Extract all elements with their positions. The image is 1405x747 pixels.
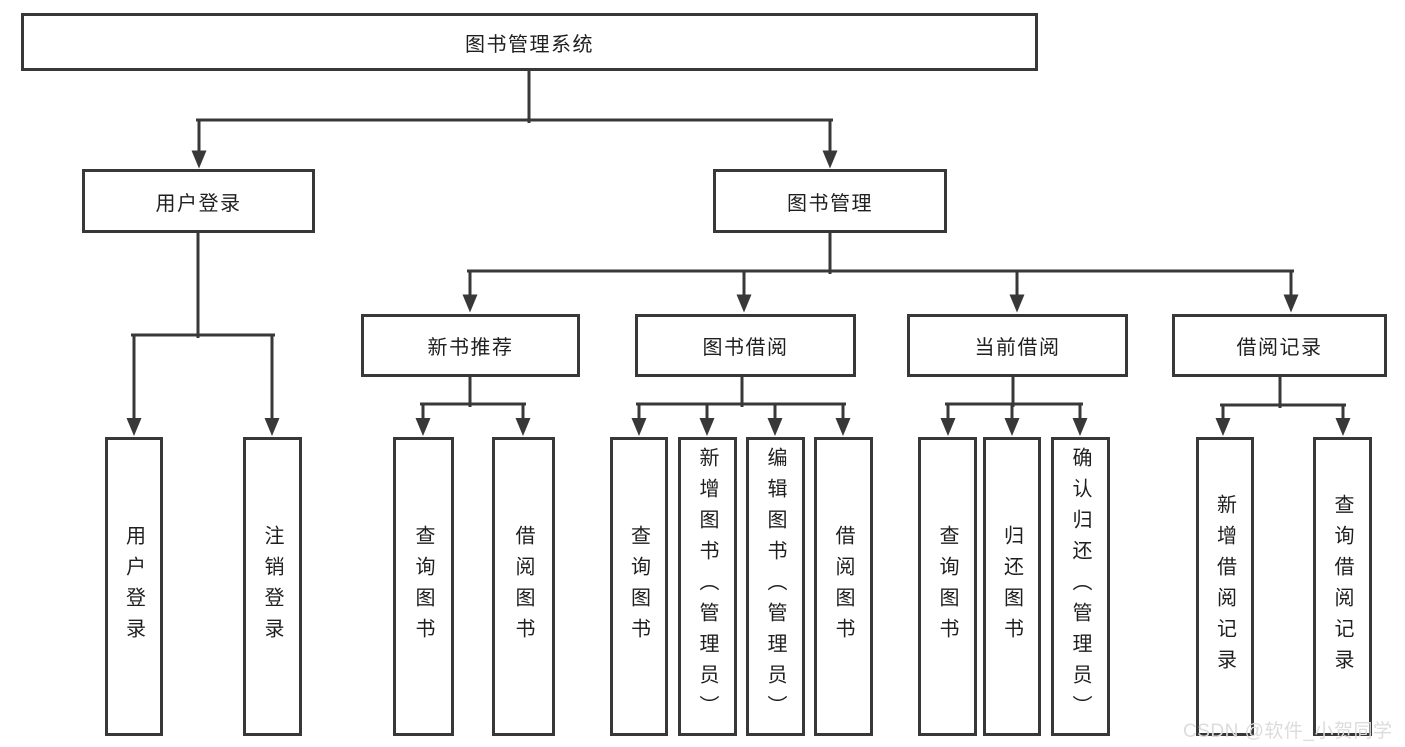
arrow-down-icon: [191, 150, 207, 169]
arrow-down-icon: [699, 418, 715, 436]
leaf-query-books-recommend: 查询图书: [393, 437, 454, 736]
leaf-return-books: 归还图书: [983, 437, 1041, 736]
node-user-login: 用户登录: [82, 169, 315, 233]
arrow-down-icon: [1335, 418, 1351, 436]
arrow-down-icon: [1283, 294, 1299, 313]
leaf-confirm-return-admin: 确认归还（管理员）: [1051, 437, 1110, 736]
connector-new-book-children: [415, 375, 531, 436]
connector-book-borrowing-children: [631, 375, 851, 436]
leaf-add-borrow-record: 新增借阅记录: [1196, 437, 1254, 736]
arrow-down-icon: [835, 418, 851, 436]
connector-user-login-children: [126, 231, 280, 436]
watermark: CSDN @软件_小贺同学: [1183, 721, 1393, 742]
arrow-down-icon: [940, 418, 956, 436]
arrow-down-icon: [515, 418, 531, 436]
node-current-borrowing: 当前借阅: [907, 314, 1128, 377]
node-book-management: 图书管理: [713, 169, 947, 233]
connector-root-to-level1: [191, 68, 838, 169]
leaf-add-book-admin: 新增图书（管理员）: [678, 437, 737, 736]
leaf-borrow-books: 借阅图书: [814, 437, 873, 736]
node-library-system: 图书管理系统: [21, 13, 1038, 71]
arrow-down-icon: [822, 150, 838, 169]
node-new-book-recommend: 新书推荐: [361, 314, 580, 377]
arrow-down-icon: [1004, 418, 1020, 436]
leaf-user-login: 用户登录: [105, 437, 163, 736]
connector-current-borrowing-children: [940, 375, 1088, 436]
leaf-logout: 注销登录: [243, 437, 302, 736]
arrow-down-icon: [1215, 418, 1231, 436]
node-borrow-records: 借阅记录: [1172, 314, 1387, 377]
leaf-query-books-borrowing: 查询图书: [610, 437, 668, 736]
arrow-down-icon: [736, 294, 752, 313]
leaf-query-borrow-record: 查询借阅记录: [1313, 437, 1372, 736]
leaf-borrow-books-recommend: 借阅图书: [492, 437, 555, 736]
arrow-down-icon: [767, 418, 783, 436]
arrow-down-icon: [264, 418, 280, 436]
arrow-down-icon: [1072, 418, 1088, 436]
connector-borrow-records-children: [1215, 375, 1351, 436]
arrow-down-icon: [415, 418, 431, 436]
node-book-borrowing: 图书借阅: [635, 314, 856, 377]
arrow-down-icon: [126, 418, 142, 436]
leaf-query-books-current: 查询图书: [918, 437, 977, 736]
arrow-down-icon: [631, 418, 647, 436]
arrow-down-icon: [1009, 294, 1025, 313]
connector-book-management-children: [462, 231, 1299, 313]
arrow-down-icon: [462, 294, 478, 313]
leaf-edit-book-admin: 编辑图书（管理员）: [746, 437, 805, 736]
